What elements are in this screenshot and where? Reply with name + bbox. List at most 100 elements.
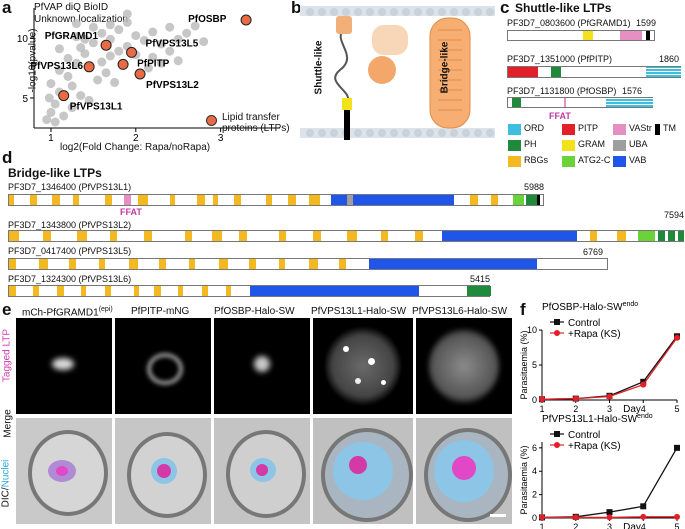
y-tick-label: 0: [532, 513, 537, 523]
ltp-point: [58, 90, 70, 102]
gramd1-id: PF3D7_0803600 (PfGRAMD1): [507, 18, 631, 28]
panel-label-c: c: [500, 0, 510, 17]
ltp-point: [83, 61, 95, 73]
data-point: [63, 71, 73, 81]
data-point: [539, 396, 545, 403]
osbp-ffat-label: FFAT: [549, 111, 571, 121]
domain-segment: [137, 195, 149, 205]
domain-segment: [196, 195, 205, 205]
domain-segment: [512, 195, 524, 205]
data-point: [63, 53, 73, 63]
panel-c-title: Shuttle-like LTPs: [515, 1, 612, 15]
domain-segment: [657, 231, 665, 241]
domain-segment: [169, 195, 176, 205]
x-tick-label: 2: [573, 522, 578, 529]
domain-segment: [184, 231, 192, 241]
x-axis-label: Day: [623, 404, 641, 415]
data-point: [148, 27, 158, 37]
panel-label-f: f: [520, 300, 526, 319]
x-tick-label: 2: [573, 404, 578, 414]
y-tick-label: 2: [532, 490, 537, 500]
y-tick-label: 5: [22, 94, 28, 105]
data-point: [71, 32, 81, 42]
data-point: [71, 19, 81, 29]
ltp-point-label: PfVPS13L5: [146, 38, 199, 49]
x-tick-label: 5: [674, 404, 679, 414]
data-point: [640, 513, 647, 520]
data-point: [59, 111, 69, 121]
data-point: [105, 51, 115, 61]
domain-segment: [526, 195, 537, 205]
panel-label-d: d: [2, 148, 13, 167]
legend-marker: [554, 431, 560, 437]
domain-segment: [51, 195, 60, 205]
x-tick-label: 1: [48, 133, 54, 144]
legend-swatch: [508, 140, 521, 151]
y-tick-label: 6: [532, 443, 537, 453]
data-point: [144, 63, 154, 73]
vps13l6-bar: [8, 285, 491, 297]
legend-swatch: [613, 140, 626, 151]
gramd1-bar: [507, 30, 655, 41]
data-point: [101, 68, 111, 78]
vps13l2-id: PF3D7_1343800 (PfVPS13L2): [8, 220, 132, 230]
domain-segment: [380, 231, 388, 241]
domain-segment: [69, 259, 77, 269]
x-tick-label: 4: [641, 404, 646, 414]
series-line: [541, 447, 678, 519]
data-point: [84, 95, 94, 105]
domain-segment: [590, 231, 598, 241]
domain-segment: [159, 259, 167, 269]
x-axis-label: Day: [623, 522, 641, 529]
legend-label: VAB: [629, 155, 647, 165]
domain-segment: [346, 195, 354, 205]
series-line: [541, 335, 678, 400]
domain-segment: [225, 286, 231, 296]
vps13l1-ffat-label: FFAT: [120, 207, 142, 217]
domain-segment: [491, 195, 498, 205]
domain-segment: [266, 195, 272, 205]
data-point: [148, 52, 158, 62]
domain-segment: [30, 195, 37, 205]
domain-segment: [469, 195, 478, 205]
data-point: [67, 103, 77, 113]
data-point: [131, 31, 141, 41]
legend-marker: [554, 442, 560, 448]
data-point: [80, 34, 90, 44]
tile-gramd1-merge: [16, 418, 112, 524]
ltp-schematic: [300, 6, 495, 140]
osbp-bar: [507, 97, 653, 108]
data-point: [110, 77, 120, 87]
domain-segment: [441, 231, 577, 241]
domain-segment: [33, 286, 39, 296]
data-point: [199, 37, 209, 47]
pitp-id: PF3D7_1351000 (PfPITP): [507, 54, 613, 64]
domain-segment: [617, 231, 626, 241]
legend-label: GRAM: [578, 139, 605, 149]
domain-segment: [668, 231, 675, 241]
data-point: [173, 34, 183, 44]
data-point: [76, 91, 86, 101]
x-tick-label: 3: [218, 133, 224, 144]
growth-plot-title-sup: endo: [637, 413, 653, 420]
legend-label: Control: [568, 318, 600, 329]
pitp-length: 1860: [659, 54, 680, 64]
domain-segment: [76, 231, 87, 241]
legend-label: RBGs: [524, 155, 549, 165]
domain-segment: [238, 231, 247, 241]
data-point: [674, 444, 680, 451]
vps13l1-bar: [8, 194, 544, 206]
x-tick-label: 3: [607, 404, 612, 414]
domain-segment: [99, 259, 105, 269]
ltp-point-label: PfVPS13L2: [146, 80, 199, 91]
y-tick-label: 4: [532, 466, 537, 476]
legend-swatch: [613, 156, 626, 167]
legend-marker: [554, 319, 560, 325]
tile-osbp-fluor: [214, 318, 310, 414]
data-point: [46, 79, 56, 89]
domain-segment: [466, 286, 491, 296]
row-label-dic-nuclei: DIC/Nuclei: [0, 459, 12, 508]
vps13l1-length: 5988: [524, 182, 545, 192]
domain-segment: [189, 259, 195, 269]
tile-osbp-merge: [214, 418, 310, 524]
